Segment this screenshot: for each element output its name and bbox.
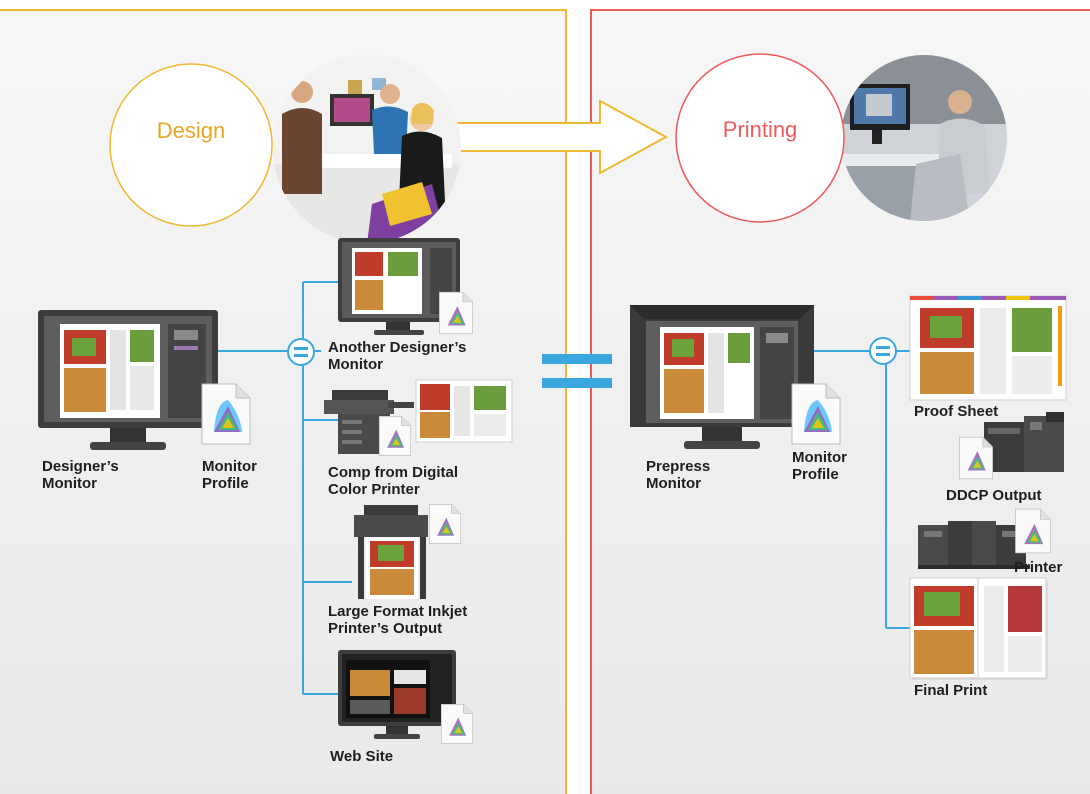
photo-icon [415, 379, 513, 443]
printing-press-icon [918, 521, 1030, 569]
proof-sheet-label: Proof Sheet [914, 403, 999, 420]
color-profile-icon [791, 383, 841, 445]
designer-monitor-label: Designer’s Monitor [42, 458, 119, 492]
printing-stage-label: Printing [722, 117, 798, 142]
final-print-icon [909, 577, 1048, 680]
final-print-label: Final Print [914, 682, 988, 699]
ddcp-output-label: DDCP Output [946, 487, 1042, 504]
printing-stage-circle [675, 53, 845, 223]
arrow-icon [439, 99, 669, 175]
design-stage-circle [109, 63, 273, 227]
prepress-monitor-icon [630, 305, 814, 449]
proof-sheet-icon [909, 295, 1067, 401]
color-profile-icon [378, 416, 412, 456]
another-monitor-label: Another Designer’s Monitor [328, 339, 467, 373]
ddcp-device-icon [984, 412, 1064, 472]
equals-icon [287, 338, 315, 366]
printing-monitor-profile-label: Monitor Profile [792, 449, 847, 483]
color-profile-icon [428, 504, 462, 544]
equals-icon [869, 337, 897, 365]
large-format-printer-icon [354, 505, 428, 599]
color-profile-icon [439, 291, 473, 335]
color-profile-icon [1015, 508, 1051, 554]
design-team-photo [273, 55, 461, 243]
web-site-label: Web Site [330, 748, 394, 765]
web-site-monitor-icon [338, 650, 456, 739]
prepress-operator-photo [841, 55, 1007, 221]
color-profile-icon [959, 436, 993, 480]
another-monitor-icon [338, 238, 460, 335]
color-profile-icon [440, 704, 474, 744]
design-stage-label: Design [156, 118, 226, 143]
large-format-label: Large Format Inkjet Printer’s Output [328, 603, 468, 637]
color-profile-icon [201, 383, 251, 445]
design-monitor-profile-label: Monitor Profile [202, 458, 257, 492]
prepress-monitor-label: Prepress Monitor [646, 458, 711, 492]
designer-monitor-icon [38, 310, 218, 450]
comp-printer-label: Comp from Digital Color Printer [328, 464, 458, 498]
printer-label: Printer [1014, 559, 1063, 576]
equals-icon [542, 354, 612, 388]
